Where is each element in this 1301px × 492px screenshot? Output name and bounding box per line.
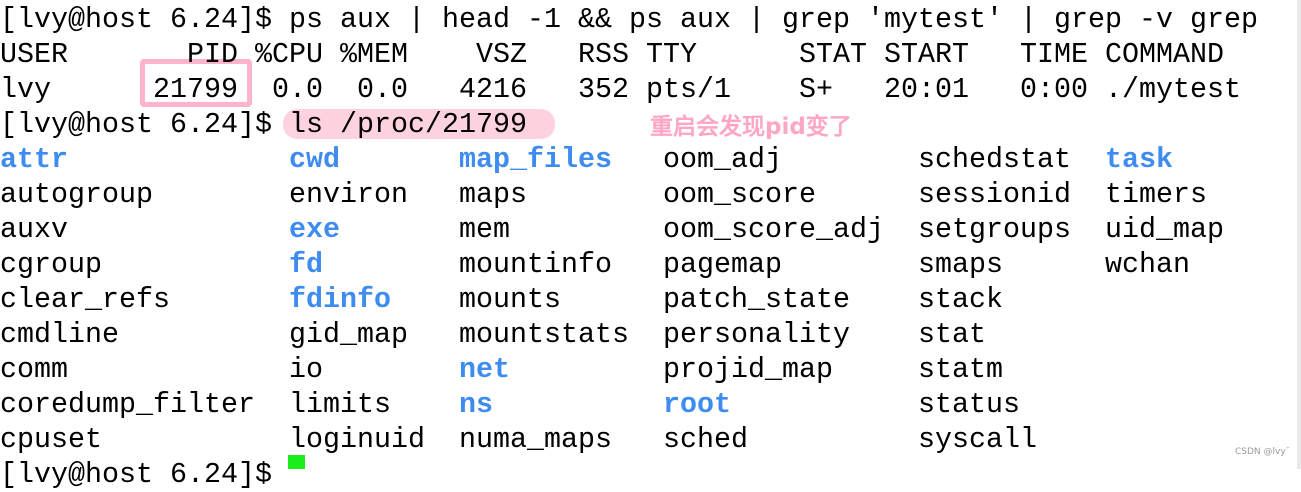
file-entry: stack — [918, 283, 1003, 316]
file-entry: loginuid — [289, 423, 425, 456]
file-entry: pagemap — [663, 248, 782, 281]
file-entry: timers — [1105, 178, 1207, 211]
ps-header-cell: COMMAND — [1105, 38, 1224, 71]
file-entry: smaps — [918, 248, 1003, 281]
file-entry: autogroup — [0, 178, 153, 211]
file-entry: setgroups — [918, 213, 1071, 246]
file-entry: syscall — [918, 423, 1037, 456]
ps-header-cell: TTY — [646, 38, 697, 71]
directory-entry: attr — [0, 143, 68, 176]
ps-cell: 352 — [578, 73, 629, 106]
ps-cell: 0.0 — [272, 73, 323, 106]
prompt: [lvy@host 6.24]$ — [0, 108, 289, 141]
directory-entry: fdinfo — [289, 283, 391, 316]
directory-entry: map_files — [459, 143, 612, 176]
file-entry: io — [289, 353, 323, 386]
annotation-text: 重启会发现pid变了 — [650, 114, 852, 140]
ps-header-cell: %MEM — [340, 38, 408, 71]
ps-header-cell: STAT — [799, 38, 867, 71]
ps-cell: 0:00 — [1020, 73, 1088, 106]
ps-cell: 0.0 — [357, 73, 408, 106]
file-entry: limits — [289, 388, 391, 421]
file-entry: oom_score — [663, 178, 816, 211]
file-entry: patch_state — [663, 283, 850, 316]
file-entry: oom_score_adj — [663, 213, 884, 246]
ps-cell: pts/1 — [646, 73, 731, 106]
command-text: ls /proc/21799 — [289, 108, 527, 141]
ps-cell: 4216 — [459, 73, 527, 106]
command-highlight — [283, 109, 555, 139]
directory-entry: task — [1105, 143, 1173, 176]
file-entry: auxv — [0, 213, 68, 246]
file-entry: clear_refs — [0, 283, 170, 316]
file-entry: mountinfo — [459, 248, 612, 281]
ps-header-cell: %CPU — [255, 38, 323, 71]
file-entry: stat — [918, 318, 986, 351]
ps-header-cell: START — [884, 38, 969, 71]
file-entry: sched — [663, 423, 748, 456]
directory-entry: ns — [459, 388, 493, 421]
ps-cell: ./mytest — [1105, 73, 1241, 106]
ps-header-cell: RSS — [578, 38, 629, 71]
command-line-3: [lvy@host 6.24]$ — [0, 457, 289, 492]
prompt: [lvy@host 6.24]$ — [0, 3, 289, 36]
command-line-2: [lvy@host 6.24]$ ls /proc/21799 — [0, 107, 527, 142]
file-entry: oom_adj — [663, 143, 782, 176]
pid-highlight-box — [140, 59, 252, 107]
directory-entry: net — [459, 353, 510, 386]
file-entry: uid_map — [1105, 213, 1224, 246]
file-entry: cgroup — [0, 248, 102, 281]
file-entry: cpuset — [0, 423, 102, 456]
ps-header-cell: USER — [0, 38, 68, 71]
ps-header-cell: TIME — [1020, 38, 1088, 71]
file-entry: schedstat — [918, 143, 1071, 176]
ps-cell: lvy — [0, 73, 51, 106]
command-text: ps aux | head -1 && ps aux | grep 'mytes… — [289, 3, 1258, 36]
file-entry: mem — [459, 213, 510, 246]
file-entry: coredump_filter — [0, 388, 255, 421]
scrollbar[interactable] — [1297, 0, 1301, 469]
file-entry: wchan — [1105, 248, 1190, 281]
file-entry: status — [918, 388, 1020, 421]
file-entry: numa_maps — [459, 423, 612, 456]
directory-entry: root — [663, 388, 731, 421]
file-entry: mounts — [459, 283, 561, 316]
directory-entry: fd — [289, 248, 323, 281]
directory-entry: cwd — [289, 143, 340, 176]
ps-header-cell: PID — [187, 38, 238, 71]
watermark: CSDN @lvy¯ — [1235, 447, 1291, 457]
prompt: [lvy@host 6.24]$ — [0, 458, 289, 491]
command-line-1: [lvy@host 6.24]$ ps aux | head -1 && ps … — [0, 2, 1258, 37]
file-entry: mountstats — [459, 318, 629, 351]
ps-cell: S+ — [799, 73, 833, 106]
ps-cell: 20:01 — [884, 73, 969, 106]
file-entry: sessionid — [918, 178, 1071, 211]
ps-cell: 21799 — [153, 73, 238, 106]
file-entry: personality — [663, 318, 850, 351]
file-entry: projid_map — [663, 353, 833, 386]
file-entry: gid_map — [289, 318, 408, 351]
file-entry: environ — [289, 178, 408, 211]
file-entry: cmdline — [0, 318, 119, 351]
directory-entry: exe — [289, 213, 340, 246]
terminal-cursor[interactable] — [288, 455, 305, 469]
file-entry: comm — [0, 353, 68, 386]
file-entry: maps — [459, 178, 527, 211]
file-entry: statm — [918, 353, 1003, 386]
ps-header-cell: VSZ — [476, 38, 527, 71]
